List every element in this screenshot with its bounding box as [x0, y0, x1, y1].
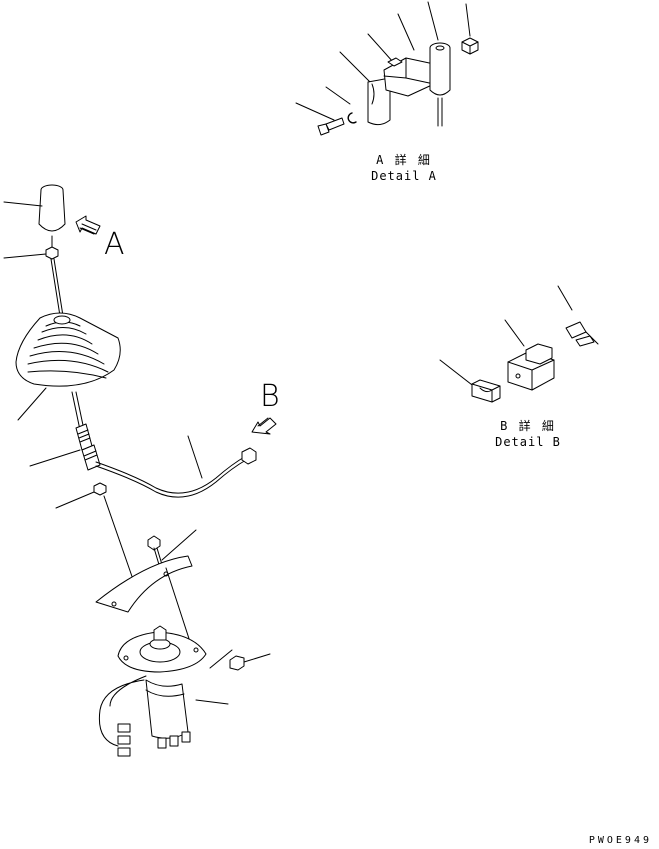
leader-line [504, 319, 525, 347]
view-arrow-b [251, 417, 277, 435]
bolt [317, 117, 345, 136]
leader-line [3, 201, 43, 207]
leader-line [427, 1, 439, 41]
lever-head [429, 42, 451, 127]
valve-connectors [117, 723, 131, 757]
terminal [565, 321, 599, 347]
detail-a-title-en: Detail A [371, 169, 437, 183]
view-arrow-a [75, 215, 101, 235]
detail-b-title-jp: B 詳 細 [500, 418, 556, 433]
view-label-b: B [260, 379, 280, 414]
side-nut [229, 655, 245, 671]
grip-half [367, 77, 391, 126]
leader-line [187, 435, 203, 479]
leader-line [17, 387, 47, 421]
rod-nut [45, 246, 59, 260]
leader-line [3, 253, 47, 259]
leader-line [439, 359, 477, 389]
snap-ring [347, 112, 357, 124]
leader-line [243, 653, 271, 663]
detail-b-assembly [439, 285, 599, 403]
leader-line [195, 699, 229, 705]
nut [461, 37, 479, 55]
leader-line [55, 491, 95, 509]
u-clip [471, 379, 501, 403]
leader-line [29, 449, 81, 467]
detail-a-assembly [295, 1, 479, 136]
leader-line [557, 285, 573, 311]
harness-connector [241, 447, 257, 465]
lever-rod [50, 258, 61, 317]
drawing-code: PWOE949 [589, 835, 652, 846]
switch-body [75, 423, 101, 471]
main-assembly: A [3, 184, 280, 757]
connector-block [507, 343, 555, 391]
rubber-boot [15, 312, 121, 387]
leader-line [161, 529, 197, 561]
view-label-a: A [104, 227, 125, 262]
control-valve [117, 625, 207, 749]
lever-knob [38, 184, 66, 249]
leader-line [465, 3, 471, 37]
leader-line [295, 102, 335, 121]
leader-line [397, 13, 415, 51]
leader-line [339, 51, 373, 85]
mount-nut [93, 482, 107, 496]
leader-line [367, 33, 394, 63]
wire-harness [95, 455, 247, 494]
detail-a-title-jp: A 詳 細 [376, 152, 432, 167]
leader-line [325, 86, 351, 105]
detail-b-title-en: Detail B [495, 435, 561, 449]
bracket [383, 57, 435, 97]
valve-harness [98, 675, 147, 747]
